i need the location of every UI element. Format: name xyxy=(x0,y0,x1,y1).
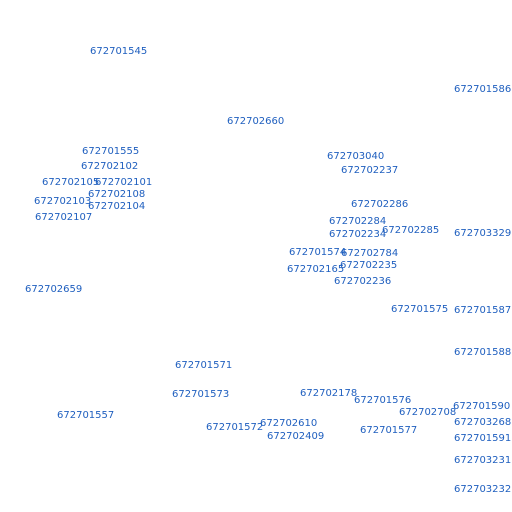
node-id-label[interactable]: 672701586 xyxy=(454,84,512,95)
node-id-label[interactable]: 672701587 xyxy=(454,305,512,316)
node-id-label[interactable]: 672701577 xyxy=(360,425,418,436)
node-id-label[interactable]: 672701573 xyxy=(172,389,230,400)
node-id-label[interactable]: 672702286 xyxy=(351,199,409,210)
node-id-label[interactable]: 672702105 xyxy=(42,177,100,188)
node-id-label[interactable]: 672702101 xyxy=(95,177,153,188)
node-id-label[interactable]: 672702409 xyxy=(267,431,325,442)
node-id-label[interactable]: 672702659 xyxy=(25,284,83,295)
node-id-label[interactable]: 672703040 xyxy=(327,151,385,162)
node-id-label[interactable]: 672703329 xyxy=(454,228,512,239)
node-id-label[interactable]: 672702235 xyxy=(340,260,398,271)
node-id-label[interactable]: 672701571 xyxy=(175,360,233,371)
node-id-label[interactable]: 672702237 xyxy=(341,165,399,176)
node-id-label[interactable]: 672701574 xyxy=(289,247,347,258)
node-id-label[interactable]: 672702234 xyxy=(329,229,387,240)
node-id-label[interactable]: 672701576 xyxy=(354,395,412,406)
node-id-label[interactable]: 672702107 xyxy=(35,212,93,223)
node-id-label[interactable]: 672701590 xyxy=(453,401,511,412)
node-id-label[interactable]: 672702708 xyxy=(399,407,457,418)
node-id-label[interactable]: 672702660 xyxy=(227,116,285,127)
node-id-label[interactable]: 672702284 xyxy=(329,216,387,227)
node-id-label[interactable]: 672702178 xyxy=(300,388,358,399)
node-id-label[interactable]: 672701572 xyxy=(206,422,264,433)
node-id-label[interactable]: 672701555 xyxy=(82,146,140,157)
node-id-label[interactable]: 672701591 xyxy=(454,433,512,444)
node-id-label[interactable]: 672702102 xyxy=(81,161,139,172)
node-id-label[interactable]: 672702236 xyxy=(334,276,392,287)
node-id-label[interactable]: 672701557 xyxy=(57,410,115,421)
node-id-label[interactable]: 672702108 xyxy=(88,189,146,200)
node-id-label[interactable]: 672702285 xyxy=(382,225,440,236)
node-id-label[interactable]: 672703232 xyxy=(454,484,512,495)
node-id-label[interactable]: 672702610 xyxy=(260,418,318,429)
node-id-label[interactable]: 672701588 xyxy=(454,347,512,358)
node-id-label[interactable]: 672702784 xyxy=(341,248,399,259)
node-id-label[interactable]: 672702103 xyxy=(34,196,92,207)
node-id-label[interactable]: 672703231 xyxy=(454,455,512,466)
node-id-label[interactable]: 672701545 xyxy=(90,46,148,57)
node-id-label[interactable]: 672703268 xyxy=(454,417,512,428)
node-id-label[interactable]: 672702104 xyxy=(88,201,146,212)
node-id-label[interactable]: 672702165 xyxy=(287,264,345,275)
node-id-label[interactable]: 672701575 xyxy=(391,304,449,315)
